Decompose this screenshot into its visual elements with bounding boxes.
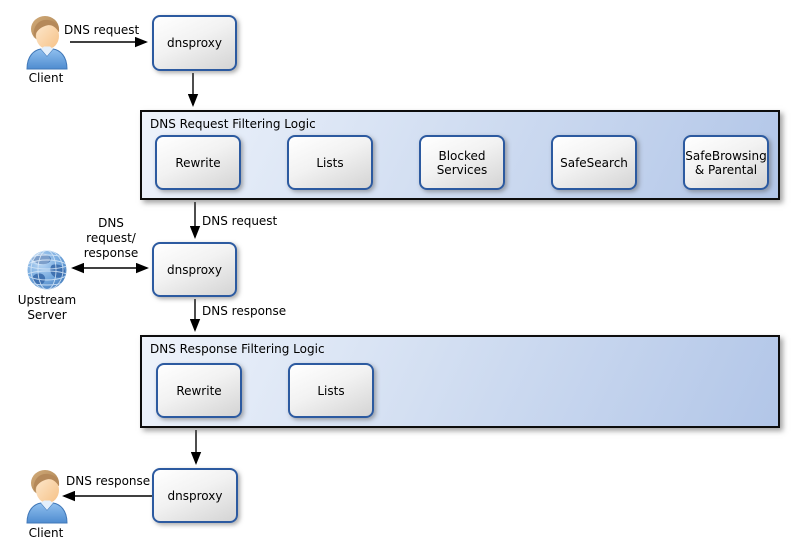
edge-label-dns-response-bottom: DNS response	[66, 474, 151, 488]
upstream-server-icon	[26, 249, 68, 295]
step-safebrowsing-parental: SafeBrowsing & Parental	[683, 135, 769, 190]
client-bottom-label: Client	[28, 526, 64, 540]
step-rewrite-response-label: Rewrite	[176, 383, 222, 398]
client-top-label: Client	[28, 71, 64, 85]
step-rewrite-response: Rewrite	[156, 363, 242, 418]
dnsproxy-mid-node: dnsproxy	[152, 242, 237, 297]
dnsproxy-top-label: dnsproxy	[167, 36, 222, 50]
step-blocked-services: Blocked Services	[419, 135, 505, 190]
request-filter-container: DNS Request Filtering Logic Rewrite List…	[140, 110, 780, 200]
dnsproxy-mid-label: dnsproxy	[167, 262, 222, 277]
step-rewrite-request-label: Rewrite	[175, 155, 221, 170]
upstream-server-label: Upstream Server	[7, 293, 87, 323]
upstream-link-line1: DNS	[98, 216, 124, 230]
step-blocked-services-label: Blocked Services	[436, 148, 488, 177]
step-safesearch-label: SafeSearch	[560, 155, 628, 170]
client-top-icon	[24, 14, 70, 74]
step-rewrite-request: Rewrite	[155, 135, 241, 190]
upstream-link-line2: request/	[86, 231, 136, 245]
step-lists-request-label: Lists	[316, 155, 344, 170]
upstream-label-line2: Server	[27, 308, 67, 322]
request-filter-title: DNS Request Filtering Logic	[150, 117, 316, 131]
step-lists-request: Lists	[287, 135, 373, 190]
dnsproxy-bottom-node: dnsproxy	[152, 468, 238, 523]
edge-label-dns-request-top: DNS request	[64, 23, 140, 37]
step-lists-response-label: Lists	[317, 383, 345, 398]
step-lists-response: Lists	[288, 363, 374, 418]
dnsproxy-top-node: dnsproxy	[152, 15, 237, 71]
client-bottom-icon	[24, 468, 70, 528]
response-filter-title: DNS Response Filtering Logic	[150, 342, 325, 356]
upstream-label-line1: Upstream	[17, 293, 77, 307]
edge-label-upstream-link: DNS request/ response	[73, 216, 149, 261]
step-safebrowsing-parental-label: SafeBrowsing & Parental	[685, 148, 767, 177]
edge-label-dns-request-mid: DNS request	[202, 214, 278, 228]
response-filter-container: DNS Response Filtering Logic Rewrite Lis…	[140, 335, 780, 428]
edge-label-dns-response-mid: DNS response	[202, 304, 287, 318]
upstream-link-line3: response	[83, 246, 139, 260]
step-safesearch: SafeSearch	[551, 135, 637, 190]
dnsproxy-bottom-label: dnsproxy	[167, 488, 223, 503]
